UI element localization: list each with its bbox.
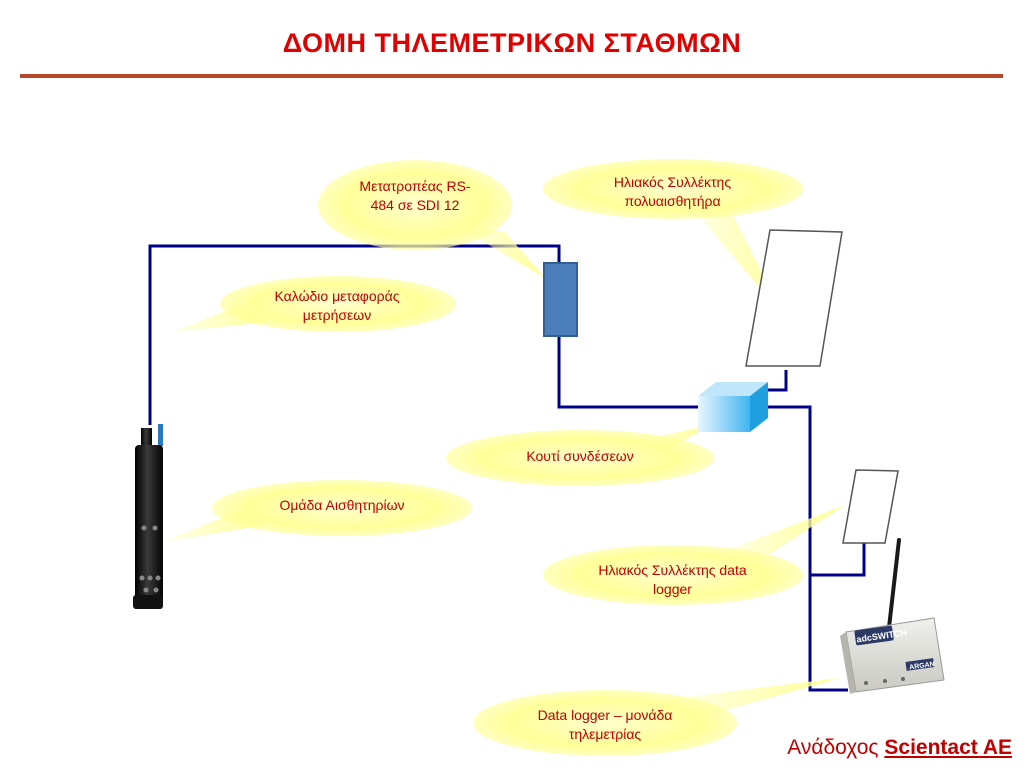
cable-box-to-logger [764,405,848,692]
cable-solar-panel-to-box [764,370,788,392]
bubble-solar-logger [543,545,803,605]
data-logger-device: adcSWITCH ARGAN [840,538,945,694]
footer-prefix: Ανάδοχος [787,736,879,759]
cable-converter-to-box [557,336,700,409]
title-divider [20,74,1003,78]
footer-company: Scientact AE [884,736,1012,759]
solar-panel-small [842,469,899,544]
page-title: ΔΟΜΗ ΤΗΛΕΜΕΤΡΙΚΩΝ ΣΤΑΘΜΩΝ [282,28,742,58]
callout-solar-multisensor: Ηλιακός Συλλέκτης πολυαισθητήρα [613,174,732,209]
callout-converter: Μετατροπέας RS-484 σε SDI 12 [359,178,471,213]
bubble-converter [318,160,512,250]
callout-sensor-group: Ομάδα Αισθητηρίων [279,497,405,513]
junction-box [698,382,768,432]
bubble-solar-multisensor [543,159,803,219]
cable-small-panel-to-logger [810,543,866,577]
solar-panel-large [745,229,843,367]
bubble-cable [220,276,456,332]
bubble-sensor-group [212,480,472,536]
callout-junction-box: Κουτί συνδέσεων [526,448,634,464]
cable-lines [148,244,866,692]
callout-bubbles [212,159,803,756]
bubble-data-logger [473,690,737,756]
converter-box [543,262,578,337]
bubble-junction-box [446,430,714,486]
callout-cable: Καλώδιο μεταφοράς μετρήσεων [274,288,400,323]
cable-sensor-to-converter [148,244,561,425]
callout-solar-logger: Ηλιακός Συλλέκτης data logger [598,562,747,597]
footer: Ανάδοχος Scientact AE [787,736,1012,760]
logger-maker-label: ARGAN [909,661,935,672]
callout-data-logger: Data logger – μονάδα τηλεμετρίας [537,707,673,742]
sensor-probe [133,424,163,609]
